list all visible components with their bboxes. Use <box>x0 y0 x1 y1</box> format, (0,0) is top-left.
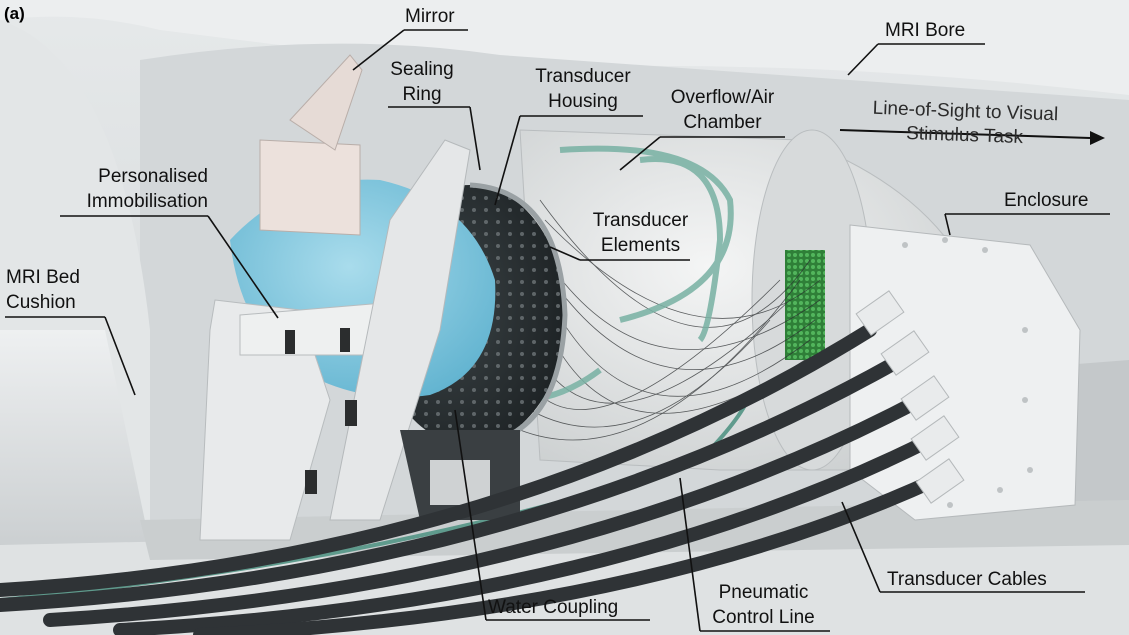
label-personalised-line1: Personalised <box>98 166 208 187</box>
label-sealing-ring: Sealing Ring <box>382 59 462 105</box>
label-transducer-housing: Transducer Housing <box>518 66 648 112</box>
label-overflow-line1: Overflow/Air <box>670 87 775 108</box>
label-pneumatic-line2: Control Line <box>712 607 815 628</box>
label-transducer-elements-line2: Elements <box>600 235 681 256</box>
label-mri-bed-line1: MRI Bed <box>6 267 80 288</box>
label-mirror: Mirror <box>405 6 455 27</box>
panel-tag: (a) <box>4 4 25 23</box>
label-transducer-elements: Transducer Elements <box>578 210 703 256</box>
label-personalised-immobilisation: Personalised Immobilisation <box>40 166 208 212</box>
label-enclosure: Enclosure <box>1004 190 1089 211</box>
label-water-coupling: Water Coupling <box>488 597 619 618</box>
label-transducer-elements-line1: Transducer <box>592 210 689 231</box>
label-mri-bed-cushion: MRI Bed Cushion <box>6 267 80 313</box>
label-overflow-air-chamber: Overflow/Air Chamber <box>655 87 790 133</box>
label-personalised-line2: Immobilisation <box>86 191 208 212</box>
label-pneumatic-control-line: Pneumatic Control Line <box>696 582 831 628</box>
label-mri-bore: MRI Bore <box>885 20 966 41</box>
label-overflow-line2: Chamber <box>683 112 762 133</box>
label-transducer-housing-line1: Transducer <box>535 66 631 87</box>
label-transducer-housing-line2: Housing <box>548 91 618 112</box>
label-mri-bed-line2: Cushion <box>6 292 76 313</box>
label-sealing-ring-line1: Sealing <box>390 59 454 80</box>
label-pneumatic-line1: Pneumatic <box>718 582 809 603</box>
label-sealing-ring-line2: Ring <box>402 84 442 105</box>
label-transducer-cables: Transducer Cables <box>887 569 1047 590</box>
